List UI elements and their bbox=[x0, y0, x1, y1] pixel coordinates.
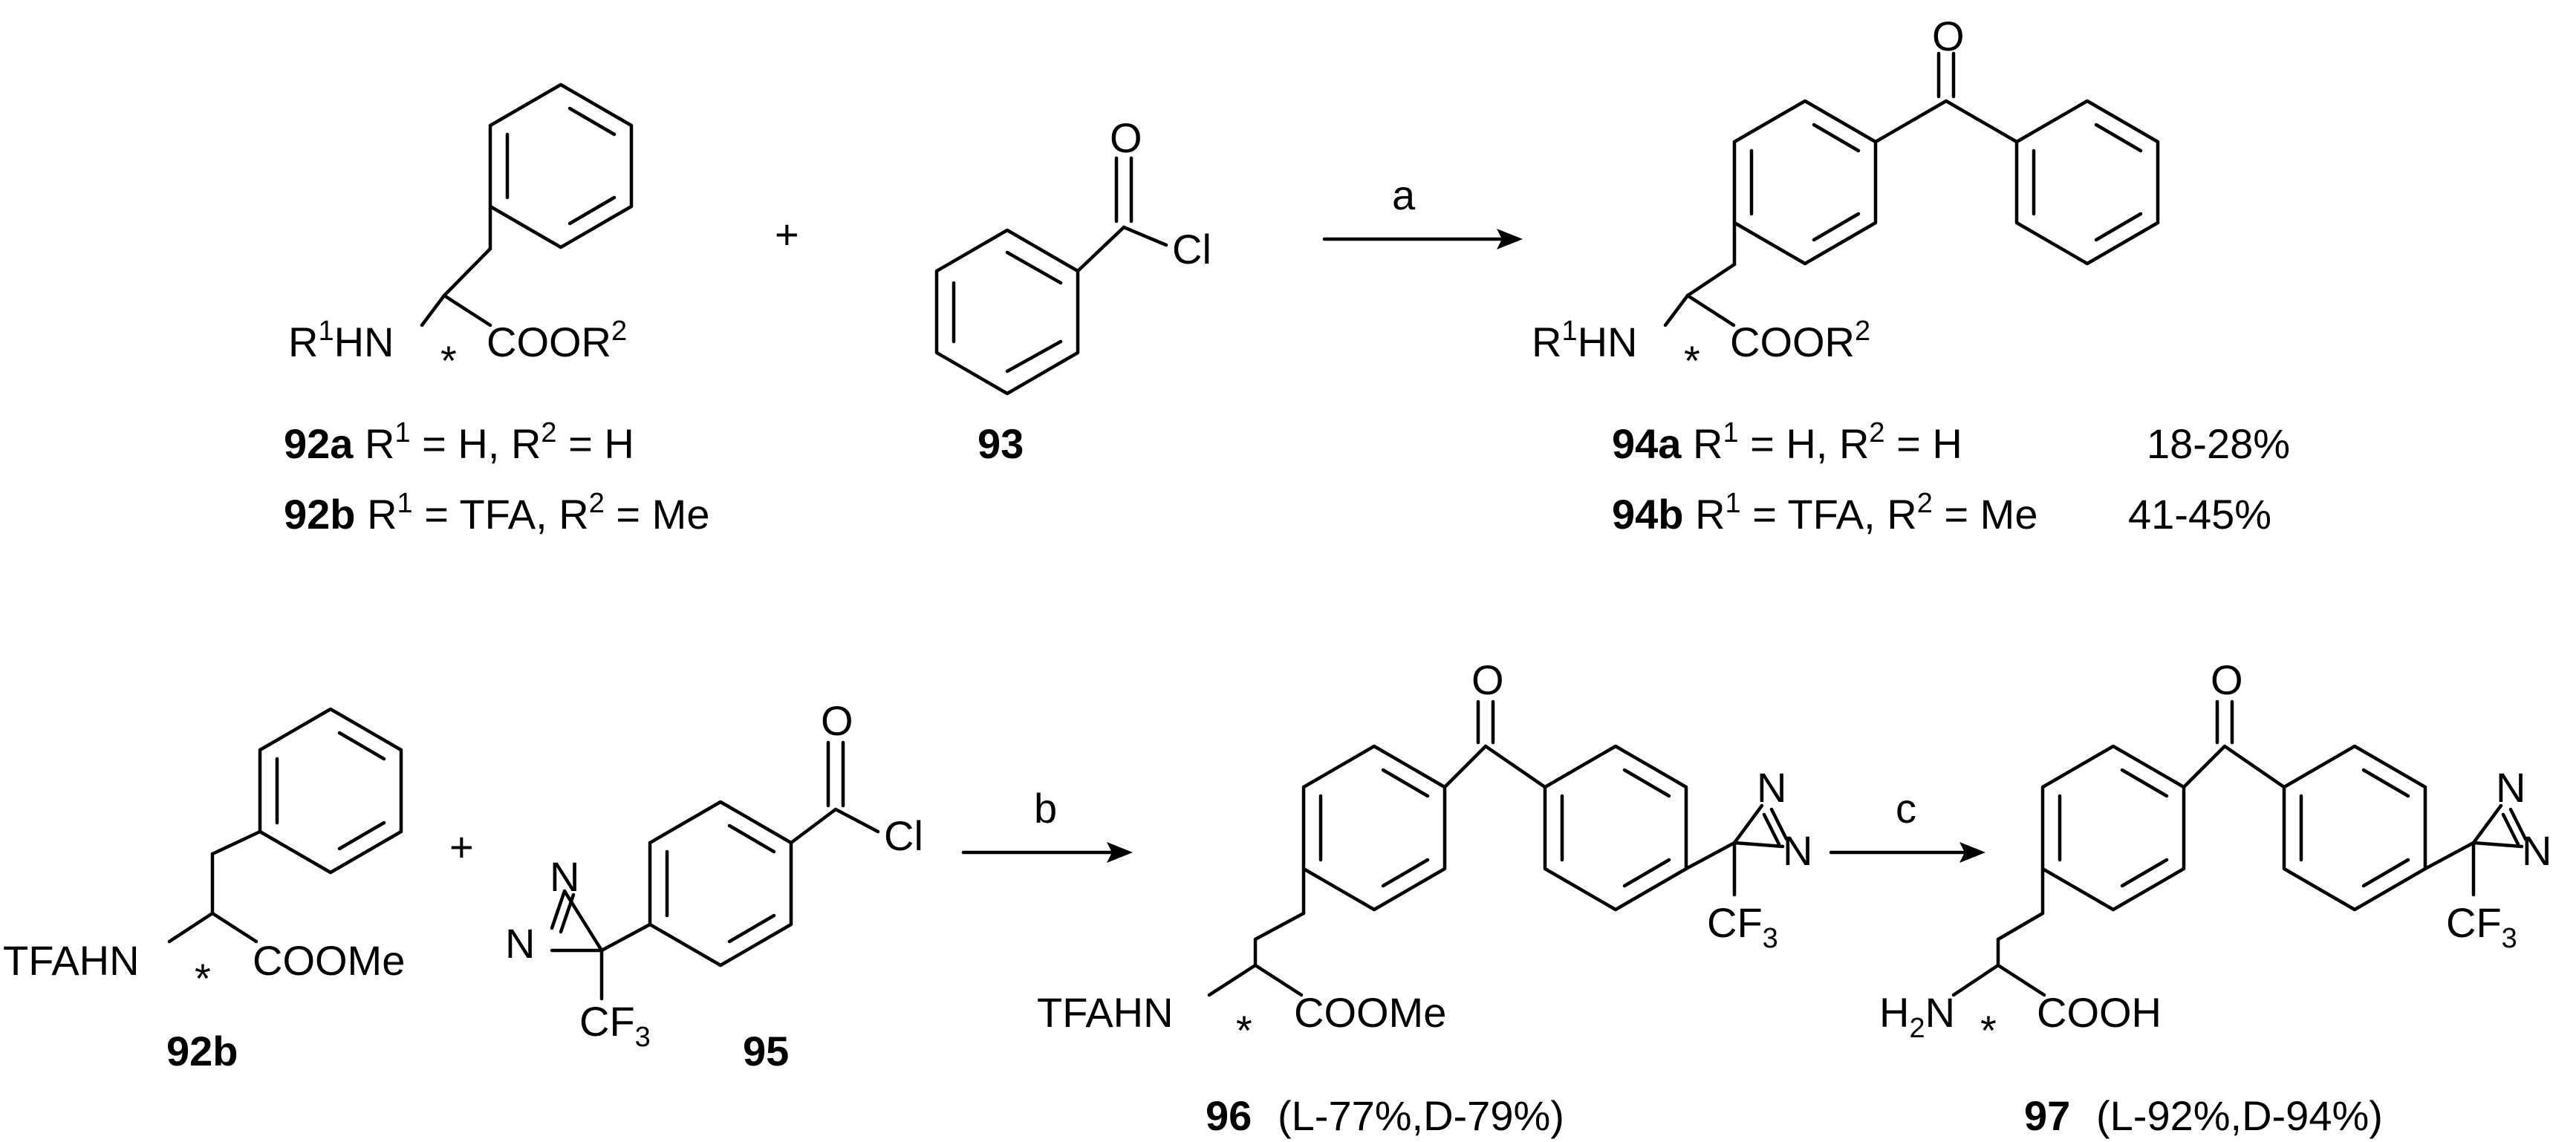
arrow-c-reagent-label: c bbox=[1896, 785, 1916, 832]
compound-94a-label: 94a R1 = H, R2 = H bbox=[1612, 417, 1962, 467]
compound-95-nitrogen-left: N bbox=[505, 920, 535, 967]
compound-92-ester-group: COOR2 bbox=[487, 316, 627, 365]
compound-97-yield: (L-92%,D-94%) bbox=[2096, 1092, 2383, 1139]
compound-97-oxygen: O bbox=[2211, 656, 2243, 703]
compound-92a-label: 92a R1 = H, R2 = H bbox=[284, 417, 634, 467]
compound-95-trifluoromethyl: CF3 bbox=[579, 998, 651, 1053]
compound-94a-yield: 18-28% bbox=[2147, 420, 2290, 467]
compound-94-ester-group: COOR2 bbox=[1730, 316, 1870, 365]
compound-97-amine: H2N bbox=[1879, 989, 1955, 1044]
compound-92b-row2-stereocenter-star: * bbox=[195, 955, 211, 1002]
compound-93-chlorine: Cl bbox=[1172, 226, 1211, 273]
compound-93-label: 93 bbox=[978, 420, 1024, 467]
compound-92-amine-group: R1HN bbox=[288, 316, 394, 365]
compound-96-oxygen: O bbox=[1471, 656, 1504, 703]
reaction-arrow-b bbox=[961, 842, 1133, 863]
plus-sign-row2: + bbox=[449, 823, 474, 870]
compound-97-nitrogen-top: N bbox=[2496, 764, 2525, 811]
compound-96-amine: TFAHN bbox=[1037, 989, 1174, 1036]
compound-92b-row2-label: 92b bbox=[166, 1028, 238, 1074]
compound-92b-row2-amine: TFAHN bbox=[3, 937, 140, 984]
compound-97-label: 97 bbox=[2024, 1092, 2070, 1139]
compound-95-nitrogen-top: N bbox=[550, 853, 579, 900]
compound-96-yield: (L-77%,D-79%) bbox=[1278, 1092, 1564, 1139]
compound-96-ester: COOMe bbox=[1294, 989, 1446, 1036]
compound-97-nitrogen-right: N bbox=[2522, 827, 2551, 874]
compound-92b-row2-ester: COOMe bbox=[253, 937, 405, 984]
compound-97-trifluoromethyl: CF3 bbox=[2446, 899, 2517, 954]
compound-97-structure bbox=[1951, 699, 2528, 997]
compound-93-structure bbox=[934, 156, 1168, 396]
compound-94b-label: 94b R1 = TFA, R2 = Me bbox=[1612, 488, 2037, 538]
compound-96-structure bbox=[1207, 699, 1789, 997]
compound-94-skeleton bbox=[1663, 45, 2273, 342]
compound-94-oxygen: O bbox=[1932, 13, 1965, 59]
arrow-a-reagent-label: a bbox=[1392, 172, 1416, 218]
compound-92b-label: 92b R1 = TFA, R2 = Me bbox=[284, 488, 709, 538]
compound-95-label: 95 bbox=[743, 1028, 789, 1074]
compound-92-structure bbox=[420, 82, 634, 327]
compound-96-nitrogen-top: N bbox=[1757, 764, 1786, 811]
compound-96-nitrogen-right: N bbox=[1783, 827, 1812, 874]
reaction-arrow-c bbox=[1829, 842, 1985, 863]
compound-94-amine-group: R1HN bbox=[1532, 316, 1637, 365]
reaction-arrow-a bbox=[1322, 229, 1523, 249]
compound-95-oxygen: O bbox=[821, 697, 853, 744]
compound-92b-structure bbox=[167, 707, 403, 944]
compound-96-stereocenter-star: * bbox=[1236, 1007, 1252, 1054]
arrow-b-reagent-label: b bbox=[1034, 785, 1057, 832]
plus-sign-row1: + bbox=[775, 211, 799, 258]
compound-95-structure bbox=[550, 740, 880, 1001]
compound-96-trifluoromethyl: CF3 bbox=[1707, 899, 1778, 954]
compound-96-label: 96 bbox=[1206, 1092, 1252, 1139]
compound-95-chlorine: Cl bbox=[884, 812, 923, 859]
compound-92-stereocenter-star: * bbox=[440, 337, 457, 384]
compound-97-acid: COOH bbox=[2037, 989, 2162, 1036]
compound-93-oxygen: O bbox=[1110, 114, 1142, 161]
compound-94b-yield: 41-45% bbox=[2128, 491, 2271, 538]
compound-97-stereocenter-star: * bbox=[1980, 1007, 1997, 1054]
compound-94-stereocenter-star: * bbox=[1684, 337, 1700, 384]
